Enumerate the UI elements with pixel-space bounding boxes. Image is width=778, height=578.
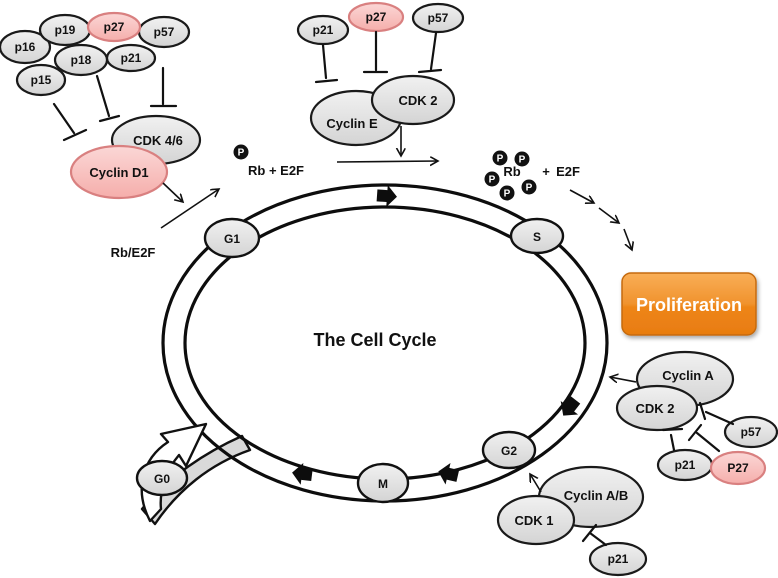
svg-text:P: P xyxy=(504,189,511,200)
phase-node-m: M xyxy=(356,462,410,504)
svg-text:Cyclin A/B: Cyclin A/B xyxy=(564,488,629,503)
cdk1-node: CDK 1 xyxy=(496,494,576,546)
protein-p16: p16 xyxy=(0,29,52,65)
rb-hyperphospho-arrow xyxy=(336,161,438,162)
rb-e2f-mono-phospho: P Rb + E2F xyxy=(233,144,304,178)
protein-p27-right-highlight: P27 xyxy=(709,450,767,486)
phosphate-badge xyxy=(514,151,530,167)
inhibition-tbar-p21-cdk1 xyxy=(581,523,608,547)
rb-e2f-substrate-label: Rb/E2F xyxy=(111,245,156,260)
phase-label-s: S xyxy=(533,230,541,244)
phosphate-letter: P xyxy=(238,148,245,159)
inhibition-tbar-p57-cdk2a xyxy=(698,401,735,426)
protein-p57-top-left: p57 xyxy=(137,15,191,49)
inhibition-tbar-p21-cdk2a xyxy=(661,427,684,452)
svg-text:P: P xyxy=(526,183,533,194)
inhibition-tbar-p21-cdk46 xyxy=(149,66,178,108)
svg-text:p57: p57 xyxy=(154,25,175,39)
svg-text:P27: P27 xyxy=(727,461,749,475)
protein-p27-top-highlight: p27 xyxy=(347,1,405,33)
protein-p19: p19 xyxy=(38,13,92,47)
e2f-to-proliferation-arrows xyxy=(569,189,632,250)
g1-inhibitor-cluster: p16 p19 p57 p27 p21 p18 p15 xyxy=(0,11,219,260)
svg-text:p21: p21 xyxy=(608,552,629,566)
svg-text:p19: p19 xyxy=(55,23,76,37)
plus-sign: + xyxy=(542,164,550,179)
cyclin-d1-action-arrow xyxy=(162,182,183,202)
protein-p27-top-left-highlight: p27 xyxy=(86,11,142,43)
phase-label-g0: G0 xyxy=(154,472,170,486)
phosphate-badge xyxy=(484,171,500,187)
svg-text:Cyclin E: Cyclin E xyxy=(326,116,378,131)
phase-label-g1: G1 xyxy=(224,232,240,246)
ring-arrow-top xyxy=(376,184,398,208)
proliferation-box: Proliferation xyxy=(621,272,757,336)
protein-p21-top: p21 xyxy=(296,14,350,46)
cdk2-node-top: CDK 2 xyxy=(370,74,456,126)
cyclin-d1-node: Cyclin D1 xyxy=(69,144,169,200)
inhibition-tbar-p27-cdk2 xyxy=(362,30,389,74)
svg-text:p27: p27 xyxy=(366,10,387,24)
svg-text:Cyclin A: Cyclin A xyxy=(662,368,714,383)
proliferation-label: Proliferation xyxy=(636,295,742,315)
phase-node-s: S xyxy=(509,217,565,255)
protein-p21-top-left: p21 xyxy=(105,43,157,73)
svg-text:p15: p15 xyxy=(31,73,52,87)
phase-label-g2: G2 xyxy=(501,444,517,458)
cdk2-node-right: CDK 2 xyxy=(615,384,699,432)
svg-text:p21: p21 xyxy=(121,51,142,65)
svg-text:p27: p27 xyxy=(104,20,125,34)
svg-text:Cyclin D1: Cyclin D1 xyxy=(89,165,148,180)
diagram-title: The Cell Cycle xyxy=(313,330,436,350)
rb-label: Rb xyxy=(503,164,520,179)
g0-exit-ribbon xyxy=(140,434,252,526)
phase-node-g0: G0 xyxy=(135,459,189,497)
rb-plus-e2f-label: Rb + E2F xyxy=(248,163,304,178)
protein-p15: p15 xyxy=(15,63,67,97)
svg-text:CDK 2: CDK 2 xyxy=(398,93,437,108)
rb-hyper-phospho-cluster: P P P P P Rb + E2F xyxy=(484,150,580,201)
inhibition-tbar-p18-cdk46 xyxy=(95,74,121,123)
svg-text:P: P xyxy=(519,155,526,166)
protein-p57-top: p57 xyxy=(411,2,465,34)
protein-p57-right: p57 xyxy=(723,415,778,449)
inhibition-tbar-p15-cdk46 xyxy=(52,102,88,142)
phosphate-badge xyxy=(233,144,249,160)
s-g2-cluster: Cyclin A CDK 2 p57 p21 P27 xyxy=(610,350,778,486)
phosphate-badge xyxy=(521,179,537,195)
m-entry-cluster: Cyclin A/B CDK 1 p21 xyxy=(496,465,648,577)
phase-node-g1: G1 xyxy=(203,217,261,259)
protein-p21-right: p21 xyxy=(656,448,714,482)
svg-text:P: P xyxy=(489,175,496,186)
rb-e2f-transition-arrow xyxy=(160,189,219,229)
svg-text:P: P xyxy=(497,154,504,165)
cdk1-to-g2-arrow xyxy=(530,474,542,493)
phosphate-badge xyxy=(492,150,508,166)
svg-text:CDK 1: CDK 1 xyxy=(514,513,553,528)
e2f-label: E2F xyxy=(556,164,580,179)
protein-p21-bottom: p21 xyxy=(588,541,648,577)
protein-p18: p18 xyxy=(53,43,109,77)
svg-text:p18: p18 xyxy=(71,53,92,67)
phosphate-badge xyxy=(499,185,515,201)
svg-text:p57: p57 xyxy=(741,425,762,439)
inhibition-tbar-p21-cdk2 xyxy=(314,43,339,84)
inhibition-tbar-p27-cdk2a xyxy=(687,423,721,453)
phase-label-m: M xyxy=(378,477,388,491)
svg-text:p16: p16 xyxy=(15,40,36,54)
svg-text:CDK 4/6: CDK 4/6 xyxy=(133,133,183,148)
svg-text:CDK 2: CDK 2 xyxy=(635,401,674,416)
svg-text:p57: p57 xyxy=(428,11,449,25)
svg-text:p21: p21 xyxy=(675,458,696,472)
phase-node-g2: G2 xyxy=(481,430,537,470)
s-entry-cluster: p21 p27 p57 Cyclin E CDK 2 xyxy=(296,1,465,162)
svg-text:p21: p21 xyxy=(313,23,334,37)
cyclin-a-to-ring-arrow xyxy=(610,377,637,382)
inhibition-tbar-p57-cdk2 xyxy=(417,31,443,74)
